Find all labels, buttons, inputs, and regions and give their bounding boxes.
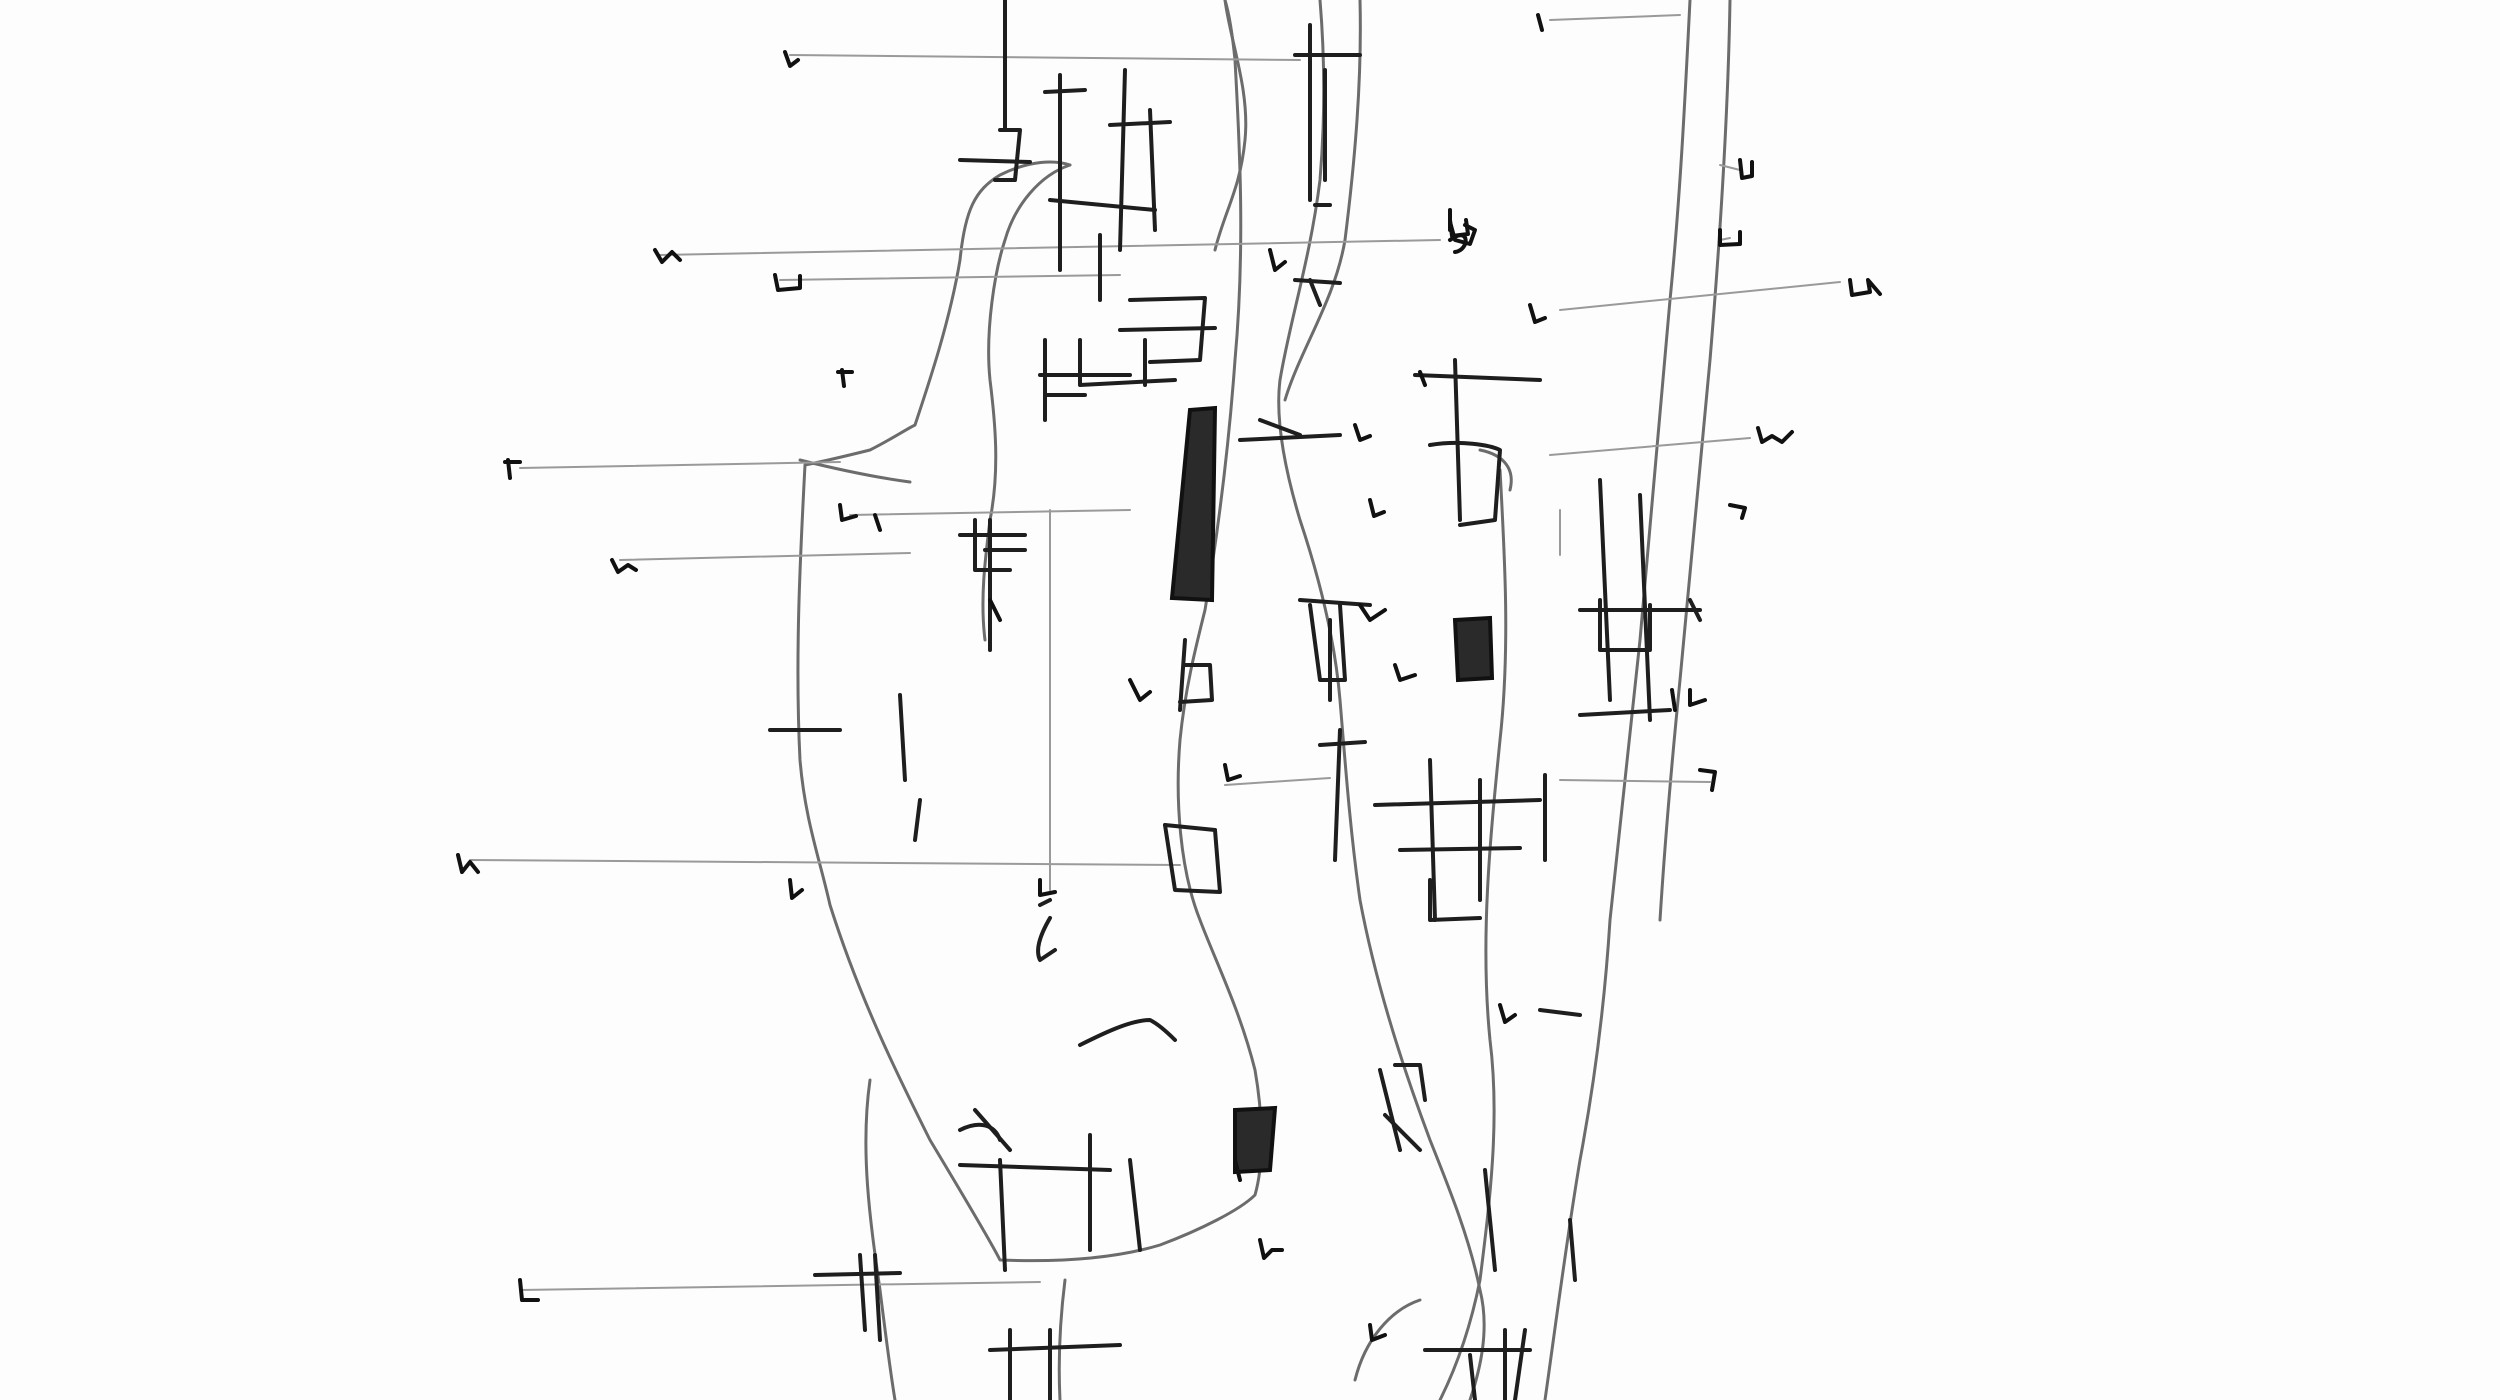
lower-outline xyxy=(864,1078,1422,1400)
right-column-outline xyxy=(1277,0,1732,1400)
pen-details xyxy=(768,0,1702,1400)
hatched-panels xyxy=(1169,405,1495,1175)
left-mass-outline xyxy=(796,0,1263,1263)
leader-lines xyxy=(469,14,1841,1291)
annotation-glyphs xyxy=(456,13,1882,1342)
